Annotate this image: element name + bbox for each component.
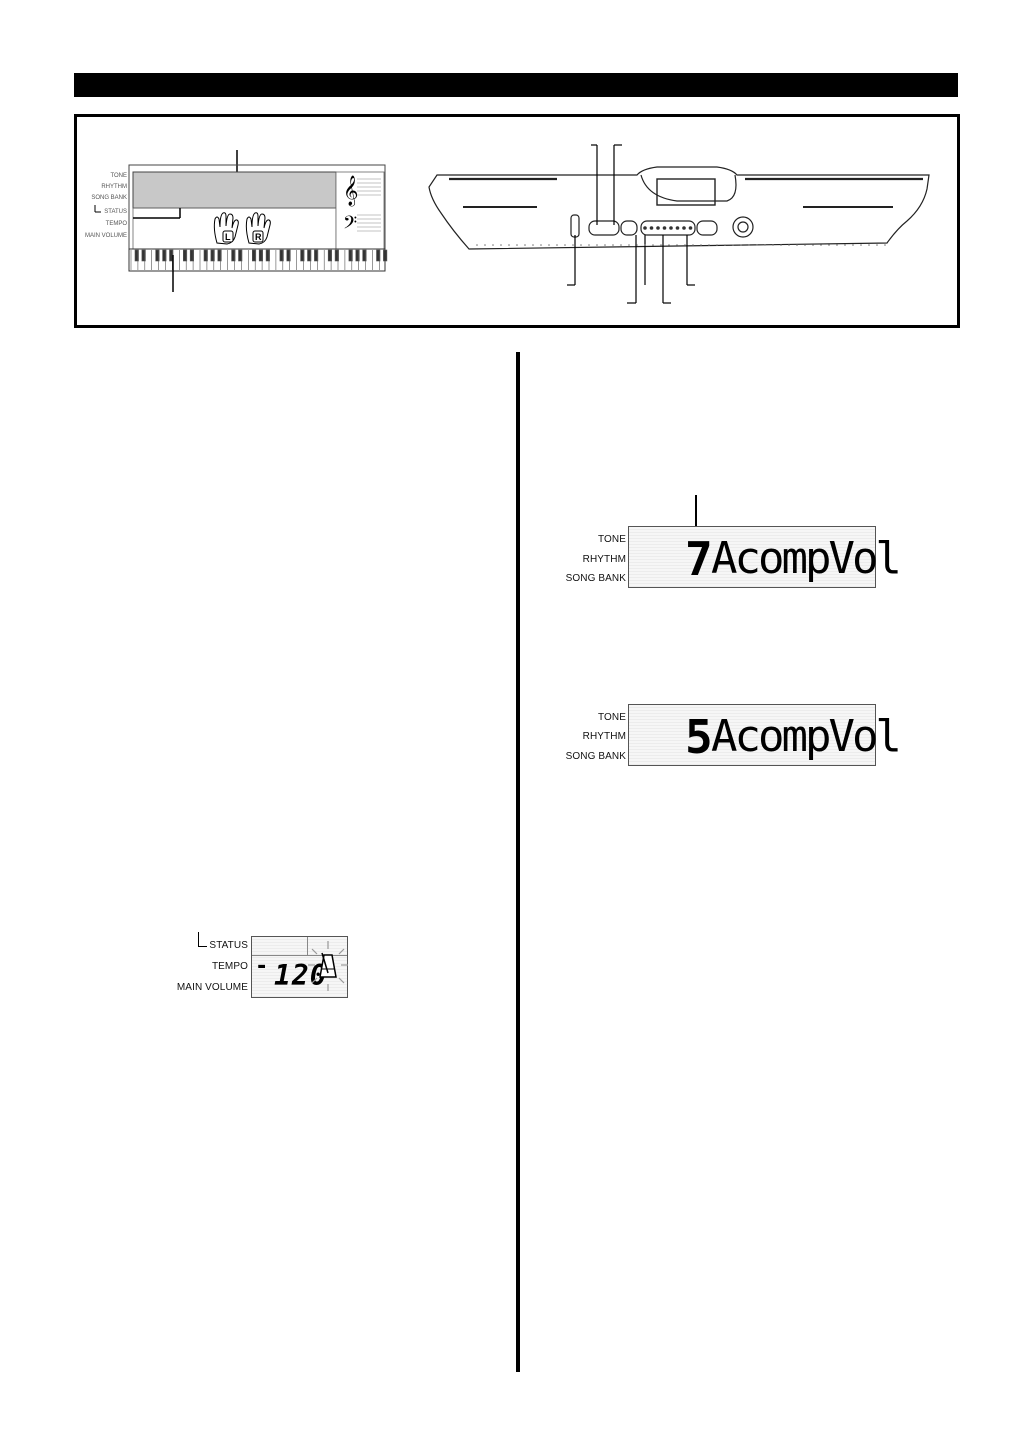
- tempo-label-main-volume: MAIN VOLUME: [176, 982, 248, 993]
- left-hand-label: L: [225, 232, 231, 242]
- tempo-label-status: STATUS: [209, 940, 248, 951]
- display-2-number: 5: [685, 710, 713, 764]
- display-diagram: 𝄞 𝄢 L R TONE RHYTHM SONG BANK STATU: [85, 150, 388, 292]
- tempo-minus-sign: -: [255, 954, 269, 979]
- right-hand-icon: [245, 212, 271, 245]
- keyboard-top-view: [428, 166, 930, 250]
- display-2-label-rhythm: RHYTHM: [582, 731, 626, 742]
- section-header-bar: [74, 73, 958, 97]
- display-1-label-tone: TONE: [598, 534, 626, 545]
- display-1-label-rhythm: RHYTHM: [582, 554, 626, 565]
- right-hand-label: R: [255, 232, 262, 242]
- display-2-text: AcompVol: [711, 711, 902, 762]
- mini-keyboard: [128, 248, 386, 272]
- keyboard-illustration-frame: 𝄞 𝄢 L R TONE RHYTHM SONG BANK STATU: [74, 114, 960, 328]
- left-hand-icon: [213, 212, 239, 245]
- column-divider: [516, 352, 520, 1372]
- display-2-label-song-bank: SONG BANK: [565, 751, 626, 762]
- display-1-label-song-bank: SONG BANK: [565, 573, 626, 584]
- bass-clef-icon: 𝄢: [343, 213, 357, 238]
- svg-text:SONG BANK: SONG BANK: [91, 195, 127, 201]
- treble-clef-icon: 𝄞: [343, 175, 358, 207]
- status-bracket: [198, 932, 207, 947]
- display-1-number: 7: [685, 532, 713, 586]
- tempo-value: 120: [274, 959, 328, 992]
- display-1-pointer: [695, 495, 697, 550]
- display-1-lcd: 7 AcompVol: [628, 526, 902, 588]
- metronome-icon: [308, 941, 348, 991]
- display-2-lcd: 5 AcompVol: [628, 704, 902, 766]
- svg-text:STATUS: STATUS: [104, 209, 127, 215]
- tempo-lcd-display: - 120: [251, 936, 348, 998]
- svg-text:TEMPO: TEMPO: [106, 221, 128, 227]
- svg-text:TONE: TONE: [110, 173, 127, 179]
- svg-text:MAIN VOLUME: MAIN VOLUME: [85, 233, 127, 239]
- keyboard-illustration: 𝄞 𝄢 L R TONE RHYTHM SONG BANK STATU: [85, 144, 930, 304]
- tempo-label-tempo: TEMPO: [211, 961, 248, 972]
- display-1-text: AcompVol: [711, 533, 902, 584]
- display-2-label-tone: TONE: [598, 712, 626, 723]
- svg-text:RHYTHM: RHYTHM: [101, 184, 127, 190]
